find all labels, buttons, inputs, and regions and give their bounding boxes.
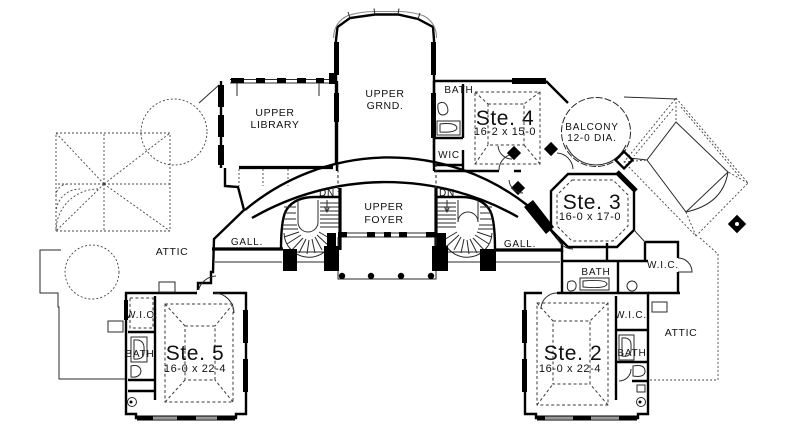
svg-text:12-0 DIA.: 12-0 DIA. [567,133,616,144]
svg-text:Ste. 5: Ste. 5 [166,342,224,365]
svg-text:GRND.: GRND. [367,100,404,112]
svg-text:BATH: BATH [581,267,610,278]
svg-text:GALL.: GALL. [231,237,263,248]
svg-text:16-0 x 22-4: 16-0 x 22-4 [164,363,226,375]
svg-text:GALL.: GALL. [504,239,536,250]
svg-text:W.I.C.: W.I.C. [615,310,647,321]
svg-text:BATH: BATH [617,348,646,359]
svg-text:16-0 x 22-4: 16-0 x 22-4 [539,363,601,375]
svg-text:16-0 x 17-0: 16-0 x 17-0 [559,211,621,223]
svg-text:UPPER: UPPER [364,201,403,213]
svg-text:ATTIC: ATTIC [665,327,698,339]
svg-text:FOYER: FOYER [364,214,403,226]
svg-text:ATTIC: ATTIC [156,246,189,258]
svg-text:16-2 x 15-0: 16-2 x 15-0 [474,126,536,138]
svg-text:WIC: WIC [438,150,460,161]
svg-text:UPPER: UPPER [365,88,404,100]
svg-text:UPPER: UPPER [255,107,294,119]
svg-text:DN: DN [439,188,455,199]
svg-text:Ste. 2: Ste. 2 [544,342,602,365]
svg-text:BALCONY: BALCONY [565,122,618,133]
svg-text:Ste. 4: Ste. 4 [476,107,534,130]
svg-text:Ste. 3: Ste. 3 [563,191,621,214]
svg-text:W.I.C.: W.I.C. [126,310,158,321]
svg-text:BATH: BATH [125,349,154,360]
svg-text:W.I.C.: W.I.C. [647,260,679,271]
svg-text:BATH: BATH [444,85,473,96]
svg-text:LIBRARY: LIBRARY [251,119,300,131]
svg-text:DN: DN [319,188,335,199]
